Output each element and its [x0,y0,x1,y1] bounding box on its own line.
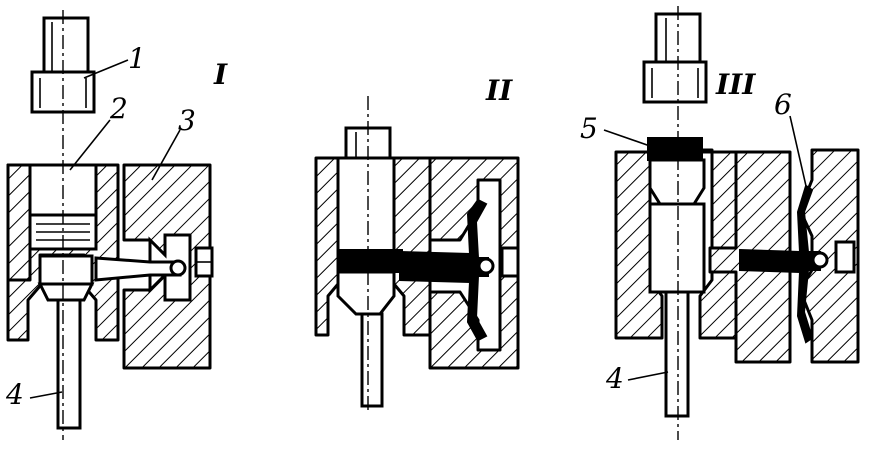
leader-lines [29,59,807,399]
shot-chamber-block-2 [314,156,432,408]
punch-stage-3 [642,12,708,104]
stage-2-assembly [314,96,520,410]
callout-3: 3 [178,104,196,137]
callout-6: 6 [774,88,792,121]
callout-1: 1 [128,42,146,75]
die-halves-stage-2 [399,156,520,370]
stage-label-2: II [485,74,513,107]
callout-4-stage-3: 4 [605,362,624,395]
stage-1-assembly [6,10,214,440]
callout-2: 2 [109,92,128,125]
stage-label-1: I [213,58,228,91]
stage-3-assembly [614,6,860,440]
callout-5: 5 [580,112,598,145]
die-halves-3 [94,163,214,370]
callout-4: 4 [5,378,24,411]
stage-label-3: III [715,68,756,101]
die-halves-stage-3 [708,148,860,364]
shot-chamber-block-3 [614,137,738,418]
